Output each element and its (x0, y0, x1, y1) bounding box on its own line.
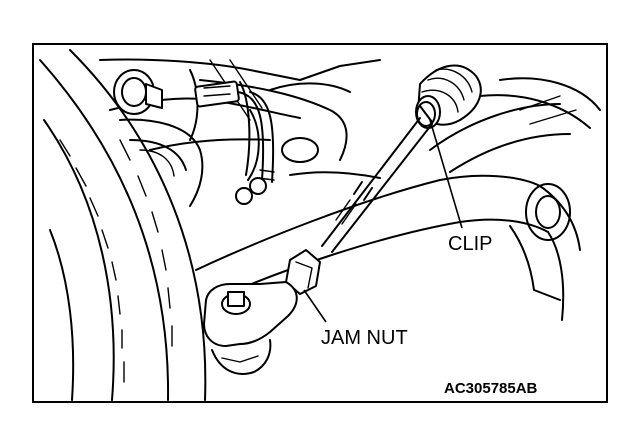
wheel-tire (39, 49, 207, 401)
jam-nut-label: JAM NUT (321, 327, 408, 349)
caliper (119, 118, 204, 207)
jam-nut-leader (303, 289, 327, 323)
tie-rod-end (203, 281, 298, 375)
figure-code: AC305785AB (444, 380, 538, 397)
hub-bolt (113, 69, 163, 115)
lower-arm (195, 77, 601, 321)
tie-rod (321, 117, 433, 253)
clip (416, 101, 436, 127)
knuckle-housing (99, 58, 381, 205)
diagram-artwork (39, 49, 601, 401)
clip-leader (429, 119, 463, 229)
clip-label: CLIP (448, 233, 492, 255)
